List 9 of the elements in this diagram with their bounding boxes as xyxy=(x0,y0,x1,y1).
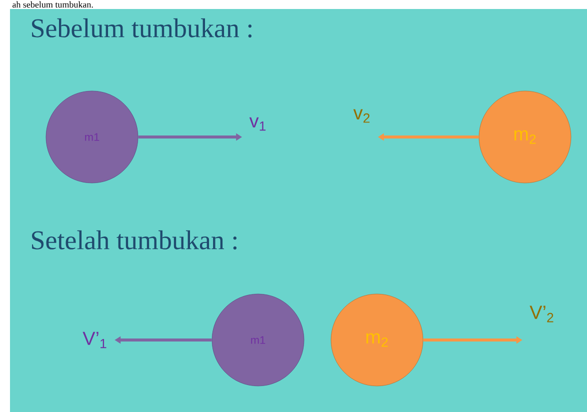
cut-off-text: ah sebelum tumbukan. xyxy=(12,1,93,8)
velocity-label: V’$_{1}$ xyxy=(82,332,106,348)
section-heading: Setelah tumbukan : xyxy=(32,230,236,250)
mass-ball: m$_{2}$ xyxy=(478,90,572,184)
velocity-label: v$_{1}$ xyxy=(249,117,266,131)
section-heading: Sebelum tumbukan : xyxy=(32,18,252,38)
velocity-label: v$_{2}$ xyxy=(353,109,370,123)
mass-ball: m$_{2}$ xyxy=(330,294,424,386)
velocity-label: V’$_{2}$ xyxy=(530,306,554,322)
